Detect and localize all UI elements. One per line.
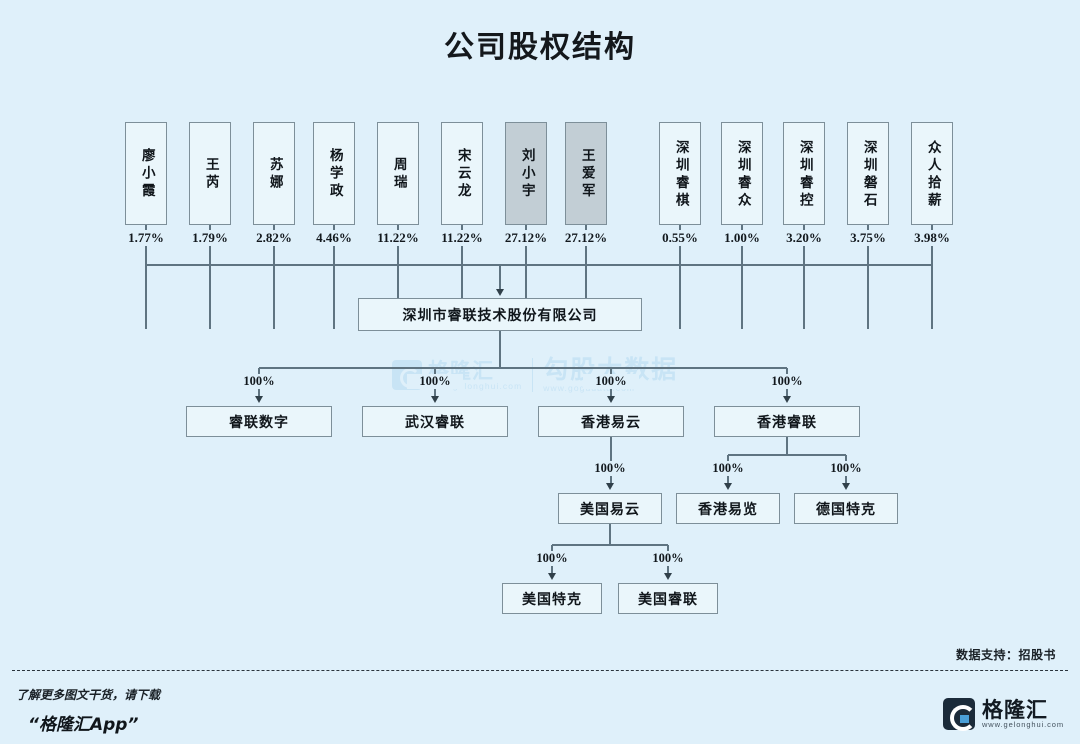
shareholder-stem-8 (585, 225, 587, 329)
shareholder-pct-4: 4.46% (299, 230, 369, 246)
subsidiary-box-2[interactable]: 武汉睿联 (362, 406, 508, 437)
page-title: 公司股权结构 (444, 30, 636, 65)
level3-bus (728, 454, 846, 456)
shareholder-box-4[interactable]: 杨学政 (313, 122, 355, 225)
gelonghui-mark-icon (942, 698, 976, 731)
level2-arrow-1 (254, 396, 263, 403)
shareholder-stem-3 (273, 225, 275, 329)
level2-pct-3: 100% (583, 374, 639, 389)
shareholder-box-7[interactable]: 刘小宇 (505, 122, 547, 225)
shareholder-stem-5 (397, 225, 399, 329)
level4-box-2[interactable]: 美国睿联 (618, 583, 718, 614)
shareholder-stem-10 (741, 225, 743, 329)
promo-text-line2: “格隆汇App” (28, 715, 139, 735)
level2-arrow-4 (782, 396, 791, 403)
level2-arrow-3 (606, 396, 615, 403)
shareholder-pct-13: 3.98% (897, 230, 967, 246)
shareholder-stem-1 (145, 225, 147, 329)
shareholder-pct-8: 27.12% (551, 230, 621, 246)
shareholder-pct-3: 2.82% (239, 230, 309, 246)
footer-divider (12, 670, 1068, 671)
shareholder-stem-7 (525, 225, 527, 329)
shareholder-box-2[interactable]: 王芮 (189, 122, 231, 225)
level4-arrow-2 (663, 573, 672, 580)
shareholder-pct-1: 1.77% (111, 230, 181, 246)
shareholder-stem-11 (803, 225, 805, 329)
shareholder-bus (146, 264, 932, 266)
level3-pct-3: 100% (818, 461, 874, 476)
level3-down-line (786, 437, 788, 455)
level3-stem-1 (610, 437, 612, 484)
level3-arrow-2 (723, 483, 732, 490)
shareholder-box-12[interactable]: 深圳磐石 (847, 122, 889, 225)
shareholder-box-5[interactable]: 周瑞 (377, 122, 419, 225)
level3-box-3[interactable]: 德国特克 (794, 493, 898, 524)
level2-bus (259, 367, 787, 369)
shareholder-pct-10: 1.00% (707, 230, 777, 246)
shareholder-box-13[interactable]: 众人拾薪 (911, 122, 953, 225)
level2-pct-2: 100% (407, 374, 463, 389)
shareholder-pct-2: 1.79% (175, 230, 245, 246)
level3-arrow-1 (605, 483, 614, 490)
shareholder-box-9[interactable]: 深圳睿棋 (659, 122, 701, 225)
brand-name: 格隆汇 (981, 698, 1048, 723)
parent-feed-line (499, 265, 501, 290)
shareholder-stem-2 (209, 225, 211, 329)
level4-box-1[interactable]: 美国特克 (502, 583, 602, 614)
level2-pct-1: 100% (231, 374, 287, 389)
shareholder-pct-7: 27.12% (491, 230, 561, 246)
shareholder-stem-9 (679, 225, 681, 329)
subsidiary-box-4[interactable]: 香港睿联 (714, 406, 860, 437)
level2-arrow-2 (430, 396, 439, 403)
brand-url: www.gelonghui.com (981, 720, 1064, 730)
level3-box-1[interactable]: 美国易云 (558, 493, 662, 524)
subsidiary-box-3[interactable]: 香港易云 (538, 406, 684, 437)
shareholder-box-1[interactable]: 廖小霞 (125, 122, 167, 225)
shareholder-stem-6 (461, 225, 463, 329)
shareholder-box-8[interactable]: 王爱军 (565, 122, 607, 225)
parent-down-line (499, 331, 501, 368)
source-note: 数据支持：招股书 (955, 648, 1056, 662)
brand-logo: 格隆汇 www.gelonghui.com (942, 698, 1064, 731)
level3-pct-2: 100% (700, 461, 756, 476)
shareholder-pct-9: 0.55% (645, 230, 715, 246)
parent-company-box[interactable]: 深圳市睿联技术股份有限公司 (358, 298, 642, 331)
level4-pct-1: 100% (524, 551, 580, 566)
level3-box-2[interactable]: 香港易览 (676, 493, 780, 524)
shareholder-pct-12: 3.75% (833, 230, 903, 246)
level3-arrow-3 (841, 483, 850, 490)
shareholder-box-10[interactable]: 深圳睿众 (721, 122, 763, 225)
shareholder-box-11[interactable]: 深圳睿控 (783, 122, 825, 225)
level3-pct-1: 100% (582, 461, 638, 476)
parent-arrow (495, 289, 504, 296)
shareholder-stem-4 (333, 225, 335, 329)
shareholder-stem-13 (931, 225, 933, 329)
level4-bus (552, 544, 668, 546)
level2-pct-4: 100% (759, 374, 815, 389)
level4-down-line (609, 524, 611, 545)
shareholder-box-3[interactable]: 苏娜 (253, 122, 295, 225)
level4-arrow-1 (547, 573, 556, 580)
level4-pct-2: 100% (640, 551, 696, 566)
shareholder-stem-12 (867, 225, 869, 329)
shareholder-pct-11: 3.20% (769, 230, 839, 246)
subsidiary-box-1[interactable]: 睿联数字 (186, 406, 332, 437)
shareholder-pct-5: 11.22% (363, 230, 433, 246)
shareholder-pct-6: 11.22% (427, 230, 497, 246)
shareholder-box-6[interactable]: 宋云龙 (441, 122, 483, 225)
promo-text-line1: 了解更多图文干货，请下载 (16, 688, 161, 702)
